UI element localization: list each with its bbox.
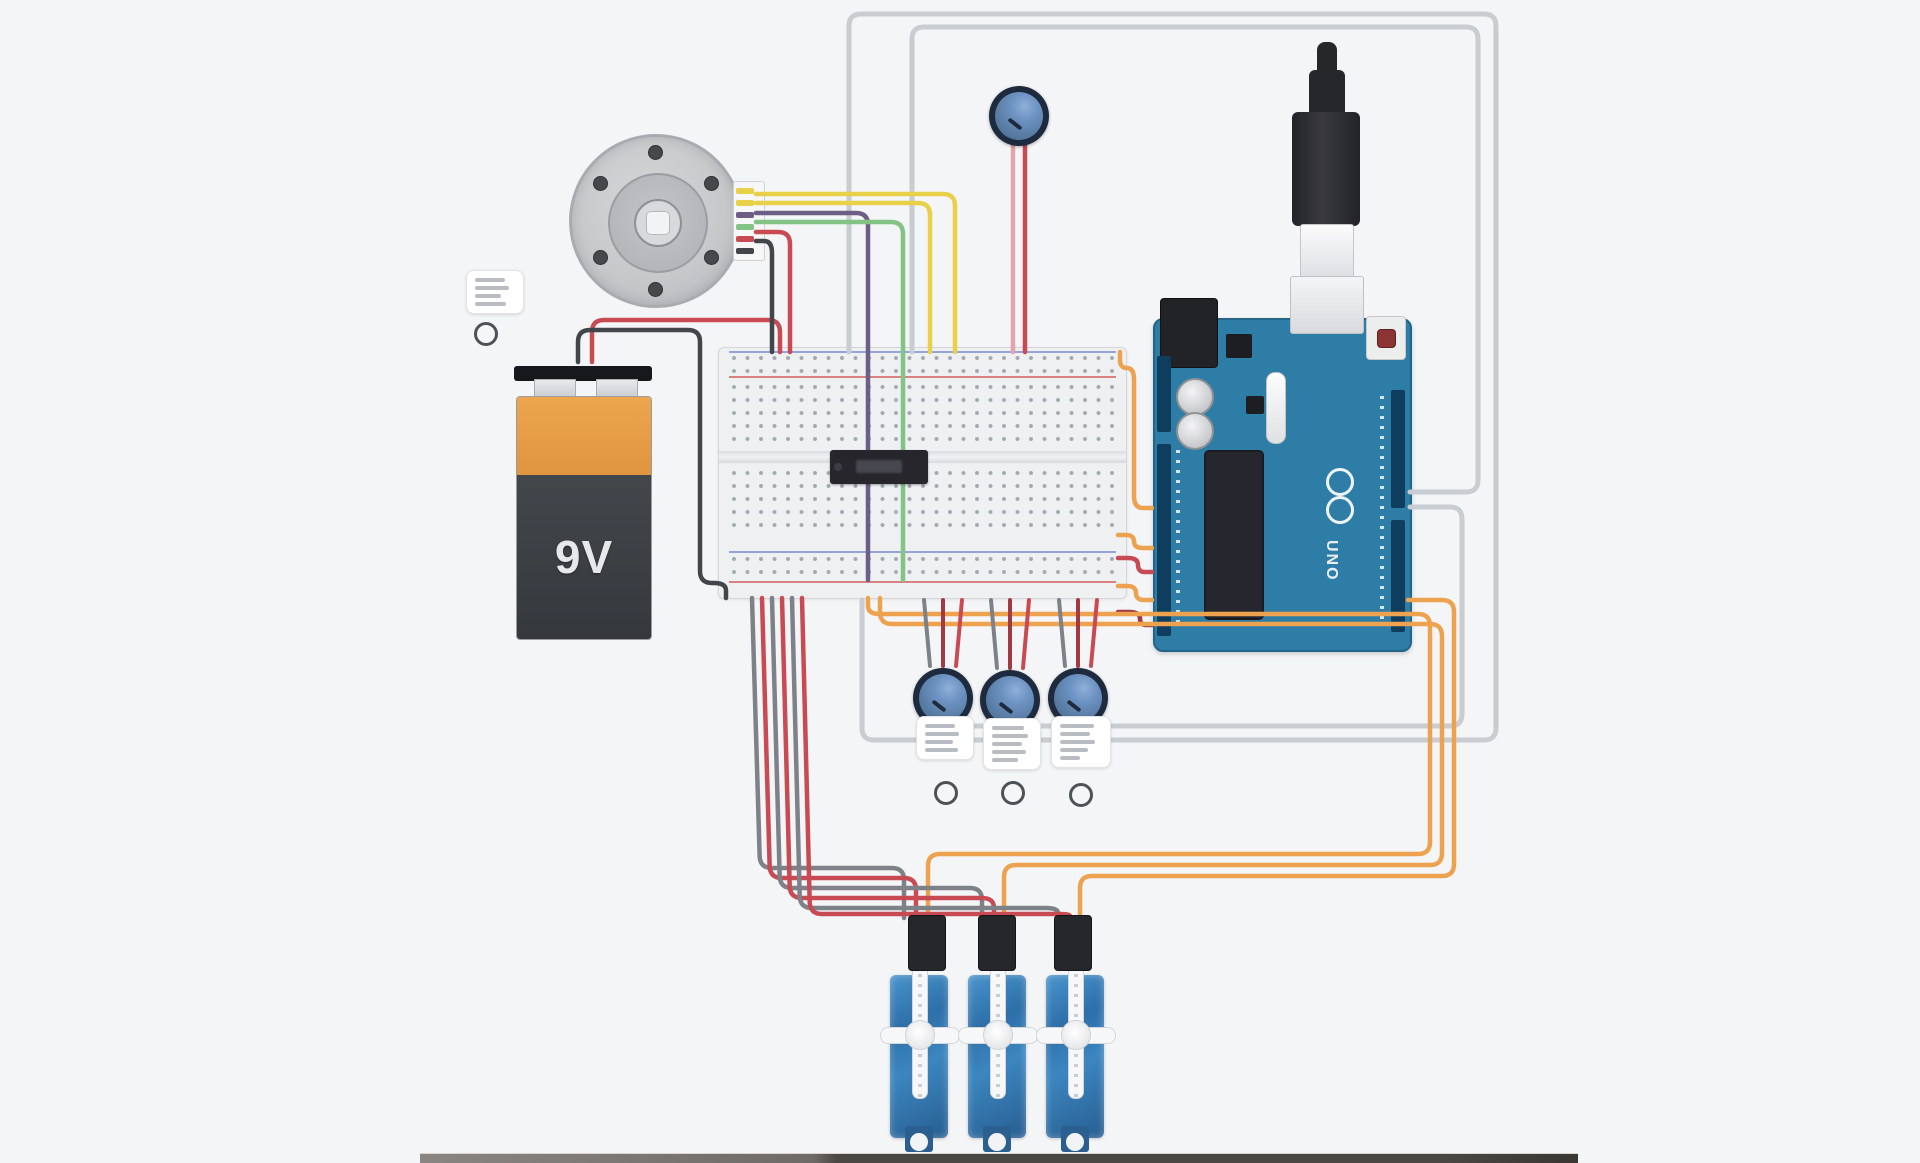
gearmotor-hub — [634, 199, 682, 247]
wire-pot2-c[interactable] — [1021, 598, 1031, 670]
annotation-tag-pot1[interactable] — [916, 716, 974, 760]
arduino-logo-icon — [1326, 496, 1354, 524]
screw-icon — [593, 250, 608, 265]
grid-rows-ae — [731, 384, 1114, 448]
servo-mount-hole — [1066, 1133, 1084, 1151]
screw-icon — [648, 282, 663, 297]
wire-stub-yellow — [736, 200, 754, 206]
atmega-chip — [1206, 452, 1262, 618]
rail-positive-stripe — [729, 376, 1116, 378]
potentiometer-top[interactable] — [989, 86, 1049, 146]
voltage-regulator — [1246, 396, 1264, 414]
wire-stub-green — [736, 224, 754, 230]
capacitor — [1176, 412, 1214, 450]
servo-mount-hole — [988, 1133, 1006, 1151]
battery-voltage-label: 9V — [554, 531, 614, 583]
wire-motor-yellow-2[interactable] — [753, 200, 933, 355]
annotation-tag-pot3[interactable] — [1051, 716, 1111, 768]
arduino-uno-board[interactable] — [1153, 318, 1412, 652]
screw-icon — [704, 250, 719, 265]
gearmotor[interactable] — [569, 134, 743, 308]
rail-negative-stripe — [729, 351, 1116, 353]
screw-icon — [648, 145, 663, 160]
usb-port-plug — [1290, 276, 1364, 334]
battery-9v[interactable]: 9V — [514, 366, 652, 640]
bottom-rail-holes — [731, 556, 1114, 580]
reset-button[interactable] — [1366, 316, 1406, 360]
wire-pot1-c[interactable] — [954, 598, 964, 668]
video-progress-bar[interactable] — [420, 1153, 1578, 1163]
connection-node[interactable] — [474, 322, 498, 346]
battery-orange-band — [517, 397, 651, 475]
rail-negative-stripe — [729, 551, 1116, 553]
servo-mount-hole — [910, 1133, 928, 1151]
usb-cable-collar — [1309, 70, 1345, 118]
battery-dark-band: 9V — [517, 475, 651, 639]
wire-motor-yellow-1[interactable] — [753, 191, 958, 355]
connection-node[interactable] — [1001, 781, 1025, 805]
wire-stub-red — [736, 236, 754, 242]
wire-servo1-pwr[interactable] — [759, 595, 919, 921]
wire-stub-purple — [736, 212, 754, 218]
gearmotor-connector[interactable] — [733, 181, 765, 261]
wire-servo1-gnd[interactable] — [749, 595, 907, 921]
wire-pot2-a[interactable] — [989, 598, 999, 670]
servo-3[interactable] — [1036, 957, 1116, 1152]
connection-node[interactable] — [934, 781, 958, 805]
motor-driver-ic[interactable] — [830, 450, 928, 484]
gearmotor-inner-ring — [608, 173, 708, 273]
capacitor — [1176, 378, 1214, 416]
usb-connector — [1300, 224, 1354, 280]
servo-1[interactable] — [880, 957, 960, 1152]
pin-header-right-lower[interactable] — [1391, 520, 1405, 632]
annotation-tag-pot2[interactable] — [983, 718, 1041, 770]
silkscreen — [1176, 450, 1180, 630]
gearmotor-shaft — [646, 211, 670, 235]
annotation-tag-battery[interactable] — [466, 270, 524, 314]
pin-header-right-upper[interactable] — [1391, 390, 1405, 508]
pin-header-left-upper[interactable] — [1157, 356, 1171, 432]
rail-positive-stripe — [729, 581, 1116, 583]
silkscreen — [1380, 396, 1384, 626]
screw-icon — [593, 176, 608, 191]
pin-header-left-lower[interactable] — [1157, 444, 1171, 636]
servo-1-connector[interactable] — [908, 915, 946, 971]
wire-pot3-a[interactable] — [1057, 598, 1067, 668]
wire-bb-arduino-red-2[interactable] — [1115, 609, 1155, 628]
connection-node[interactable] — [1069, 783, 1093, 807]
screw-icon — [704, 176, 719, 191]
wire-stub-yellow — [736, 188, 754, 194]
servo-3-connector[interactable] — [1054, 915, 1092, 971]
wire-pot3-c[interactable] — [1089, 598, 1099, 668]
usb-cable-plug[interactable] — [1292, 112, 1360, 226]
servo-2[interactable] — [958, 957, 1038, 1152]
smd-component — [1226, 334, 1252, 358]
crystal-oscillator — [1266, 372, 1286, 444]
wire-pot1-a[interactable] — [922, 598, 932, 668]
arduino-uno-label: UNO — [1323, 540, 1340, 582]
arduino-logo-icon — [1326, 468, 1354, 496]
wire-stub-black — [736, 248, 754, 254]
battery-body: 9V — [516, 396, 652, 640]
servo-2-connector[interactable] — [978, 915, 1016, 971]
